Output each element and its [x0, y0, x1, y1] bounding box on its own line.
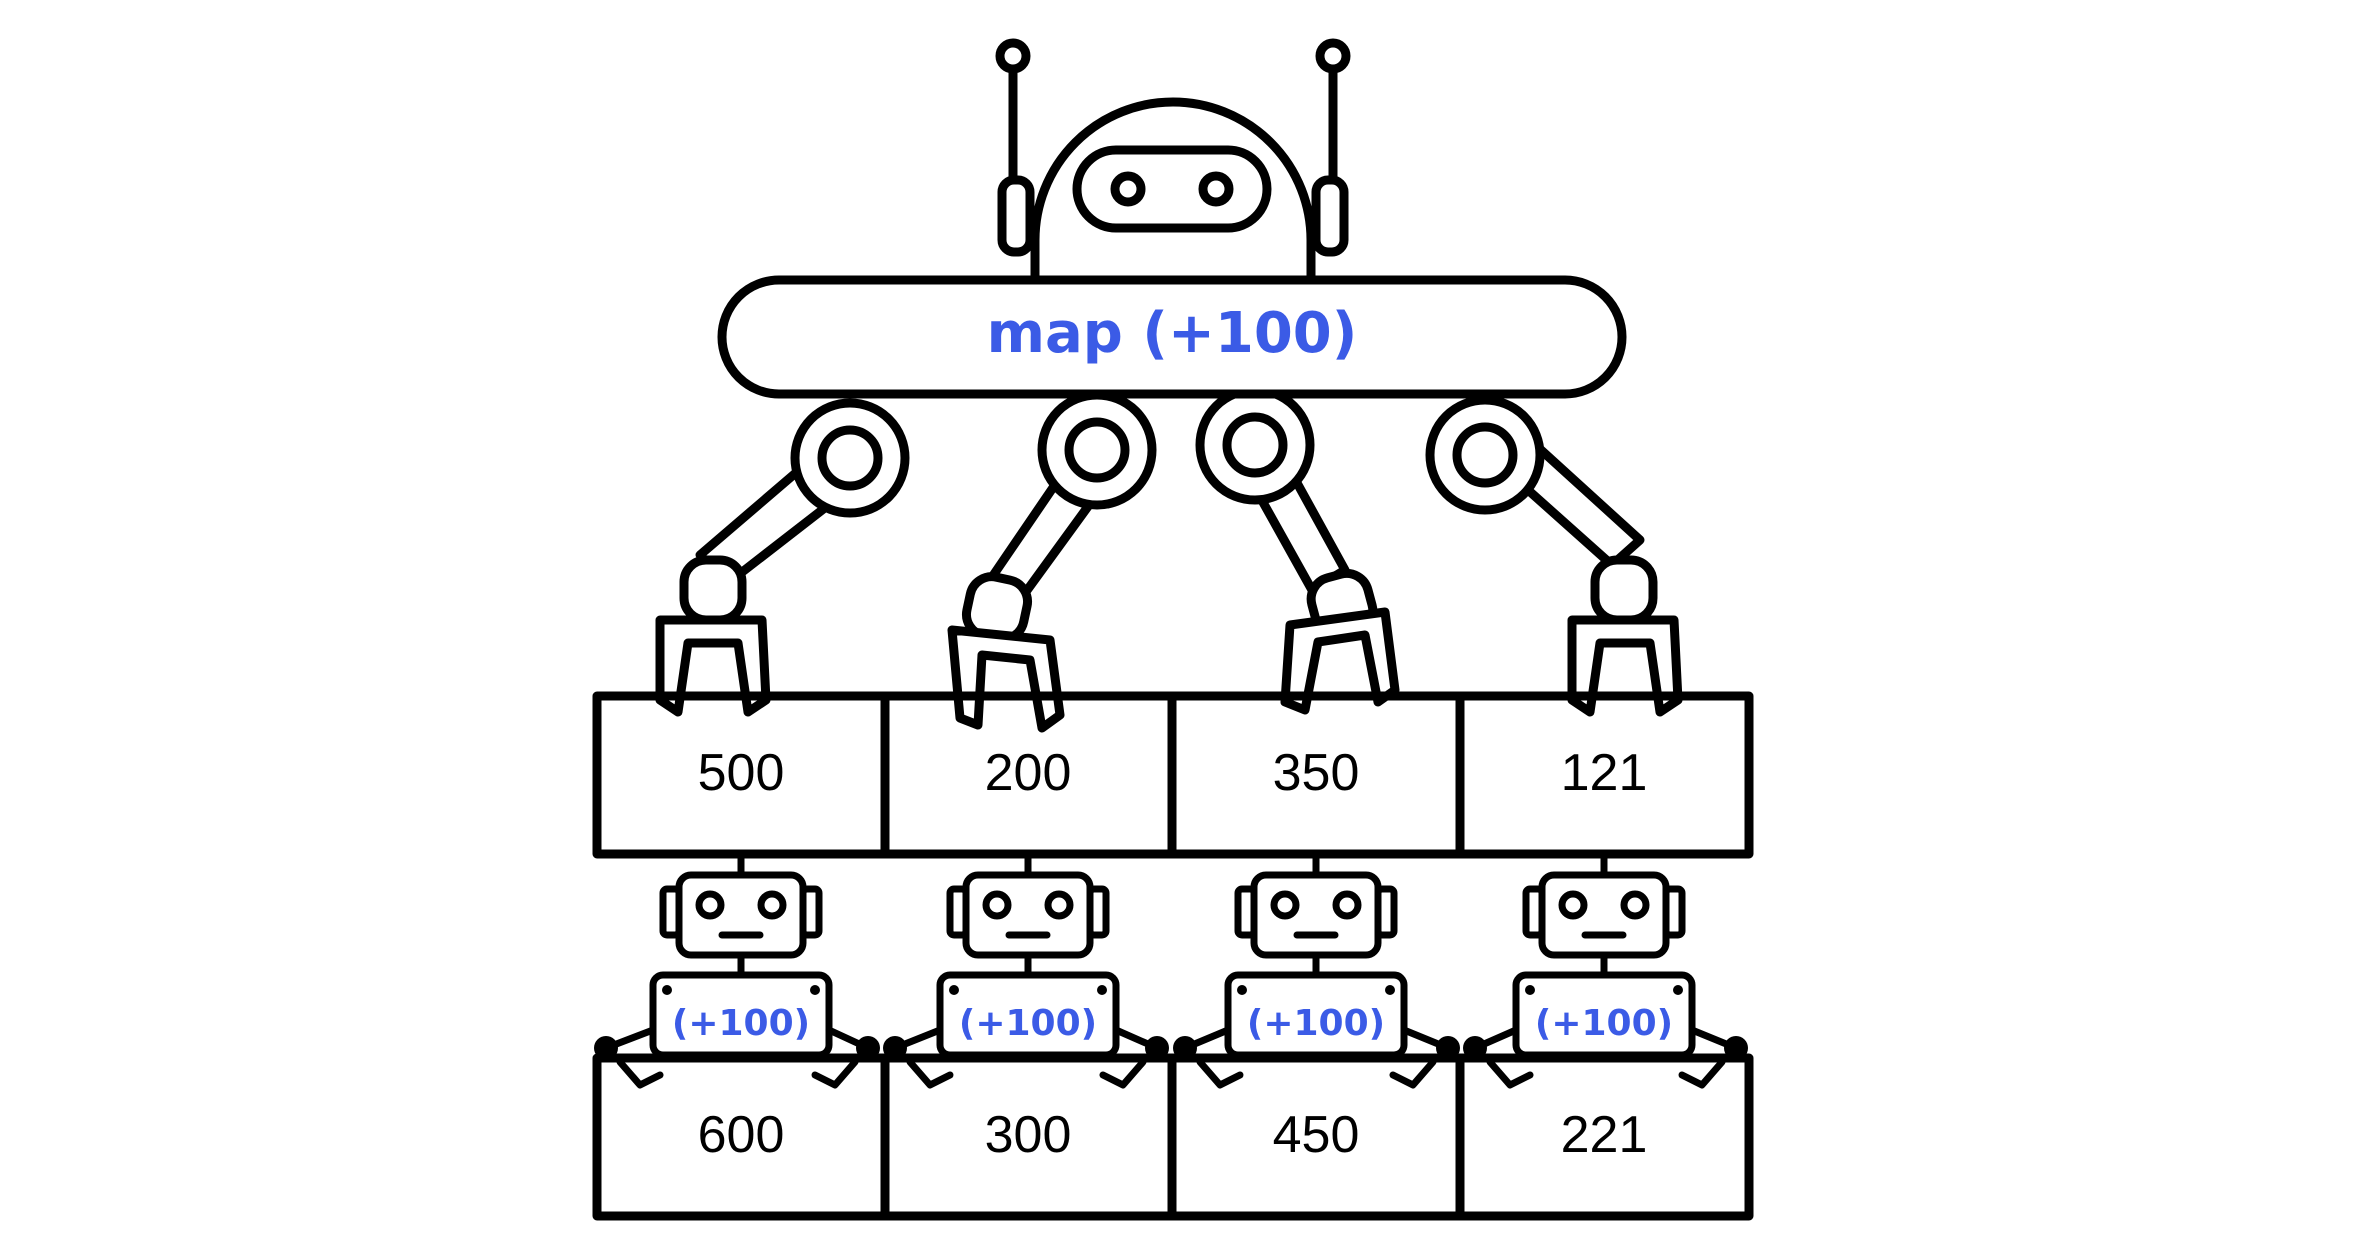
input-cell: 350	[1273, 744, 1360, 802]
worker-operation-label: (+100)	[672, 1003, 810, 1044]
left-ear	[997, 175, 1035, 257]
mapper-robot	[995, 38, 1351, 290]
worker-robots: (+100) (+100)	[594, 854, 1748, 1060]
output-array: 600 300 450 221	[592, 1053, 1754, 1221]
output-cell: 600	[698, 1106, 785, 1164]
robot-arm	[1425, 395, 1683, 717]
claw-icon	[906, 1058, 954, 1089]
output-cell: 221	[1561, 1106, 1648, 1164]
robot-arm	[1195, 385, 1400, 715]
claw-icon	[1678, 1058, 1726, 1089]
robot-eye-left	[1110, 171, 1146, 207]
claw-icon	[1099, 1058, 1147, 1089]
worker-robot: (+100)	[594, 854, 880, 1060]
output-cell: 300	[985, 1106, 1072, 1164]
claw-icon	[1389, 1058, 1437, 1089]
worker-operation-label: (+100)	[1535, 1003, 1673, 1044]
worker-robot: (+100)	[883, 854, 1169, 1060]
claw-icon	[811, 1058, 859, 1089]
map-operation-label: map (+100)	[987, 301, 1358, 366]
worker-robot: (+100)	[1463, 854, 1748, 1060]
input-cell: 200	[985, 744, 1072, 802]
worker-claws	[616, 1058, 1726, 1089]
map-operation-bar: map (+100)	[717, 275, 1627, 399]
input-array: 500 200 350 121	[592, 691, 1754, 859]
worker-operation-label: (+100)	[959, 1003, 1097, 1044]
robot-eye-right	[1198, 171, 1234, 207]
worker-operation-label: (+100)	[1247, 1003, 1385, 1044]
input-cell: 500	[698, 744, 785, 802]
left-antenna-tip	[995, 38, 1031, 74]
mapper-arms	[655, 385, 1683, 733]
claw-icon	[1486, 1058, 1534, 1089]
worker-robot: (+100)	[1173, 854, 1460, 1060]
robot-arm	[655, 398, 910, 717]
right-ear	[1311, 175, 1349, 257]
output-cell: 450	[1273, 1106, 1360, 1164]
claw-icon	[1196, 1058, 1244, 1089]
claw-icon	[616, 1058, 664, 1089]
map-bar-shape	[717, 275, 1627, 399]
input-cell: 121	[1561, 744, 1648, 802]
robot-visor	[1072, 145, 1272, 233]
right-antenna-tip	[1315, 38, 1351, 74]
robot-arm	[947, 390, 1157, 733]
